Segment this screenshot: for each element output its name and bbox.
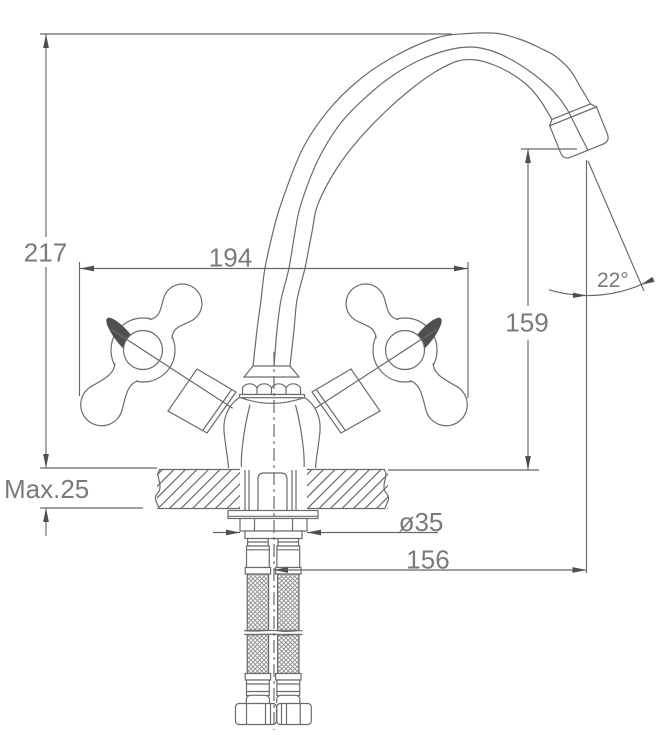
svg-text:194: 194 [209,243,252,273]
svg-text:217: 217 [24,238,67,268]
svg-text:ø35: ø35 [399,507,444,537]
svg-text:Max.25: Max.25 [4,474,89,504]
svg-text:22°: 22° [597,269,629,292]
svg-text:159: 159 [505,308,548,338]
svg-text:156: 156 [406,545,449,575]
